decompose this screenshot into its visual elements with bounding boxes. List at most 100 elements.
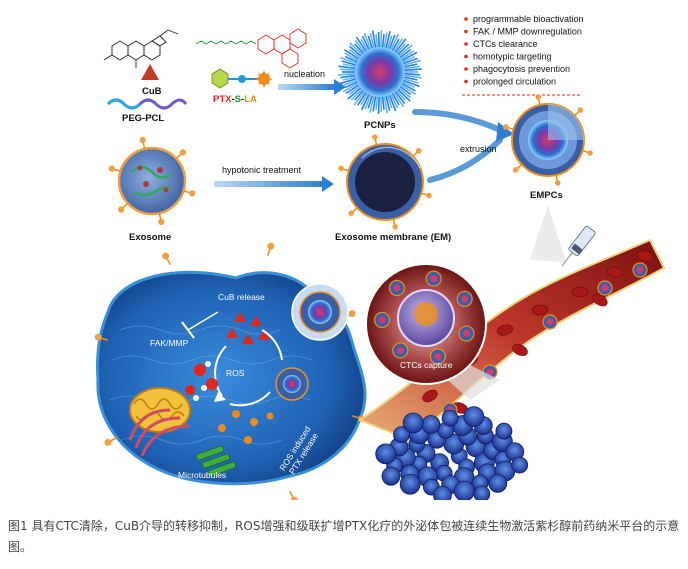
micelle-chain <box>385 31 391 49</box>
cub-label: CuB <box>142 86 162 97</box>
tumor-cell <box>381 466 401 486</box>
tumor-cell <box>375 443 397 465</box>
empc-nanoparticle <box>511 103 585 177</box>
micelle-chain <box>343 49 361 60</box>
exosome-label: Exosome <box>129 232 171 243</box>
micelle-chain <box>367 35 374 50</box>
micelle-chain <box>392 91 405 108</box>
feature-item: prolonged circulation <box>473 77 556 87</box>
pcnp-nanoparticle <box>338 29 422 115</box>
micelle-chain <box>391 92 400 106</box>
extrusion-arrow <box>412 109 503 183</box>
micelle-chain <box>340 74 357 79</box>
micelle-chain <box>367 94 374 109</box>
red-blood-cell <box>636 250 654 262</box>
micelle-chain <box>399 50 415 60</box>
micelle-chain <box>394 38 407 54</box>
feature-item: CTCs clearance <box>473 39 538 49</box>
tumor-cell <box>511 456 529 474</box>
feature-bullet <box>464 29 468 34</box>
pcnps-label: PCNPs <box>364 120 396 131</box>
cub-triangle-icon <box>141 64 159 80</box>
micelle-chain <box>353 90 366 106</box>
feature-bullet <box>464 67 468 71</box>
receptor-head <box>503 124 509 130</box>
ptx-s-la-label: PTX-S-LA <box>213 94 257 105</box>
micelle-chain <box>386 35 393 50</box>
tumor-cell <box>433 485 452 500</box>
micelle-chain <box>344 81 359 89</box>
endoplasmic-reticulum <box>128 408 191 457</box>
cub-release-label: CuB release <box>218 292 265 302</box>
micelle-chain <box>398 85 412 95</box>
micelle-chain <box>339 77 358 85</box>
tumor-cell <box>393 426 410 444</box>
micelle-chain <box>355 36 368 53</box>
feature-bullet <box>464 54 468 59</box>
receptor-head <box>338 165 344 172</box>
empc-core <box>636 266 644 274</box>
micelle-chain <box>391 38 400 52</box>
receptor-head <box>587 150 593 156</box>
micelle-chain <box>383 32 388 49</box>
micelle-chain <box>348 49 362 59</box>
empcs-label: EMPCs <box>530 190 563 201</box>
micelle-chain <box>389 93 399 109</box>
ros-cycle-arrows <box>214 329 283 407</box>
micelle-chain <box>396 43 410 56</box>
releasing-empc <box>275 367 309 401</box>
micelle-chain <box>361 35 371 51</box>
micelle-chain <box>400 51 418 62</box>
micelle-chain <box>401 81 416 89</box>
nucleation-label: nucleation <box>284 69 325 79</box>
fak-mmp-label: FAK/MMP <box>150 338 189 348</box>
micelle-chain <box>397 86 412 99</box>
micelle-chain <box>356 91 368 106</box>
receptor-head <box>108 165 116 172</box>
schematic-figure: CuB PTX-S-LA PEG-PCL nucleation PCNPs pr… <box>94 14 666 500</box>
micelle-chain <box>402 59 421 67</box>
micelle-chain <box>402 57 418 65</box>
tumor-cell <box>495 422 513 440</box>
feature-item: phagocytosis prevention <box>473 64 570 74</box>
micelle-chain <box>392 38 404 53</box>
micelle-chain <box>345 84 361 94</box>
red-blood-cell <box>496 324 514 336</box>
ros-molecules <box>185 361 218 401</box>
receptor-head <box>348 210 355 217</box>
figure-caption: 图1 具有CTC清除，CuB介导的转移抑制，ROS增强和级联扩增PTX化疗的外泌… <box>8 519 680 554</box>
empc-receptors <box>503 94 593 186</box>
feature-item: FAK / MMP downregulation <box>473 27 582 37</box>
micelle-chain <box>377 95 380 115</box>
micelle-chain <box>375 95 379 110</box>
ctcs-capture-label: CTCs capture <box>400 360 453 370</box>
receptor-head <box>415 147 422 154</box>
blood-cells <box>422 250 654 414</box>
micelle-chain <box>340 56 358 65</box>
micelle-chain <box>344 52 360 62</box>
feature-item: programmable bioactivation <box>473 14 584 24</box>
micelle-chain <box>395 89 407 101</box>
micelle-chain <box>342 63 357 68</box>
ptx-s-la-icon <box>211 68 273 89</box>
micelle-chain <box>397 44 413 58</box>
red-blood-cell <box>531 304 549 316</box>
receptor-head <box>290 496 298 500</box>
tumor-cell <box>473 485 491 500</box>
micelle-chain <box>372 95 377 112</box>
micelle-chain <box>371 30 377 49</box>
micelle-chain <box>383 95 389 114</box>
micelle-chain <box>401 55 416 63</box>
micelle-chain <box>338 72 357 76</box>
micelle-chain <box>395 43 407 55</box>
tumor-cell <box>421 415 441 434</box>
tumor-cell <box>399 473 421 495</box>
exosome-receptors <box>108 136 196 226</box>
micelle-chain <box>403 74 422 79</box>
micelle-chain <box>348 85 362 95</box>
receptor-head <box>535 94 542 100</box>
micelle-chain <box>400 82 416 92</box>
receptor-head <box>162 252 170 260</box>
red-blood-cell <box>606 266 624 278</box>
